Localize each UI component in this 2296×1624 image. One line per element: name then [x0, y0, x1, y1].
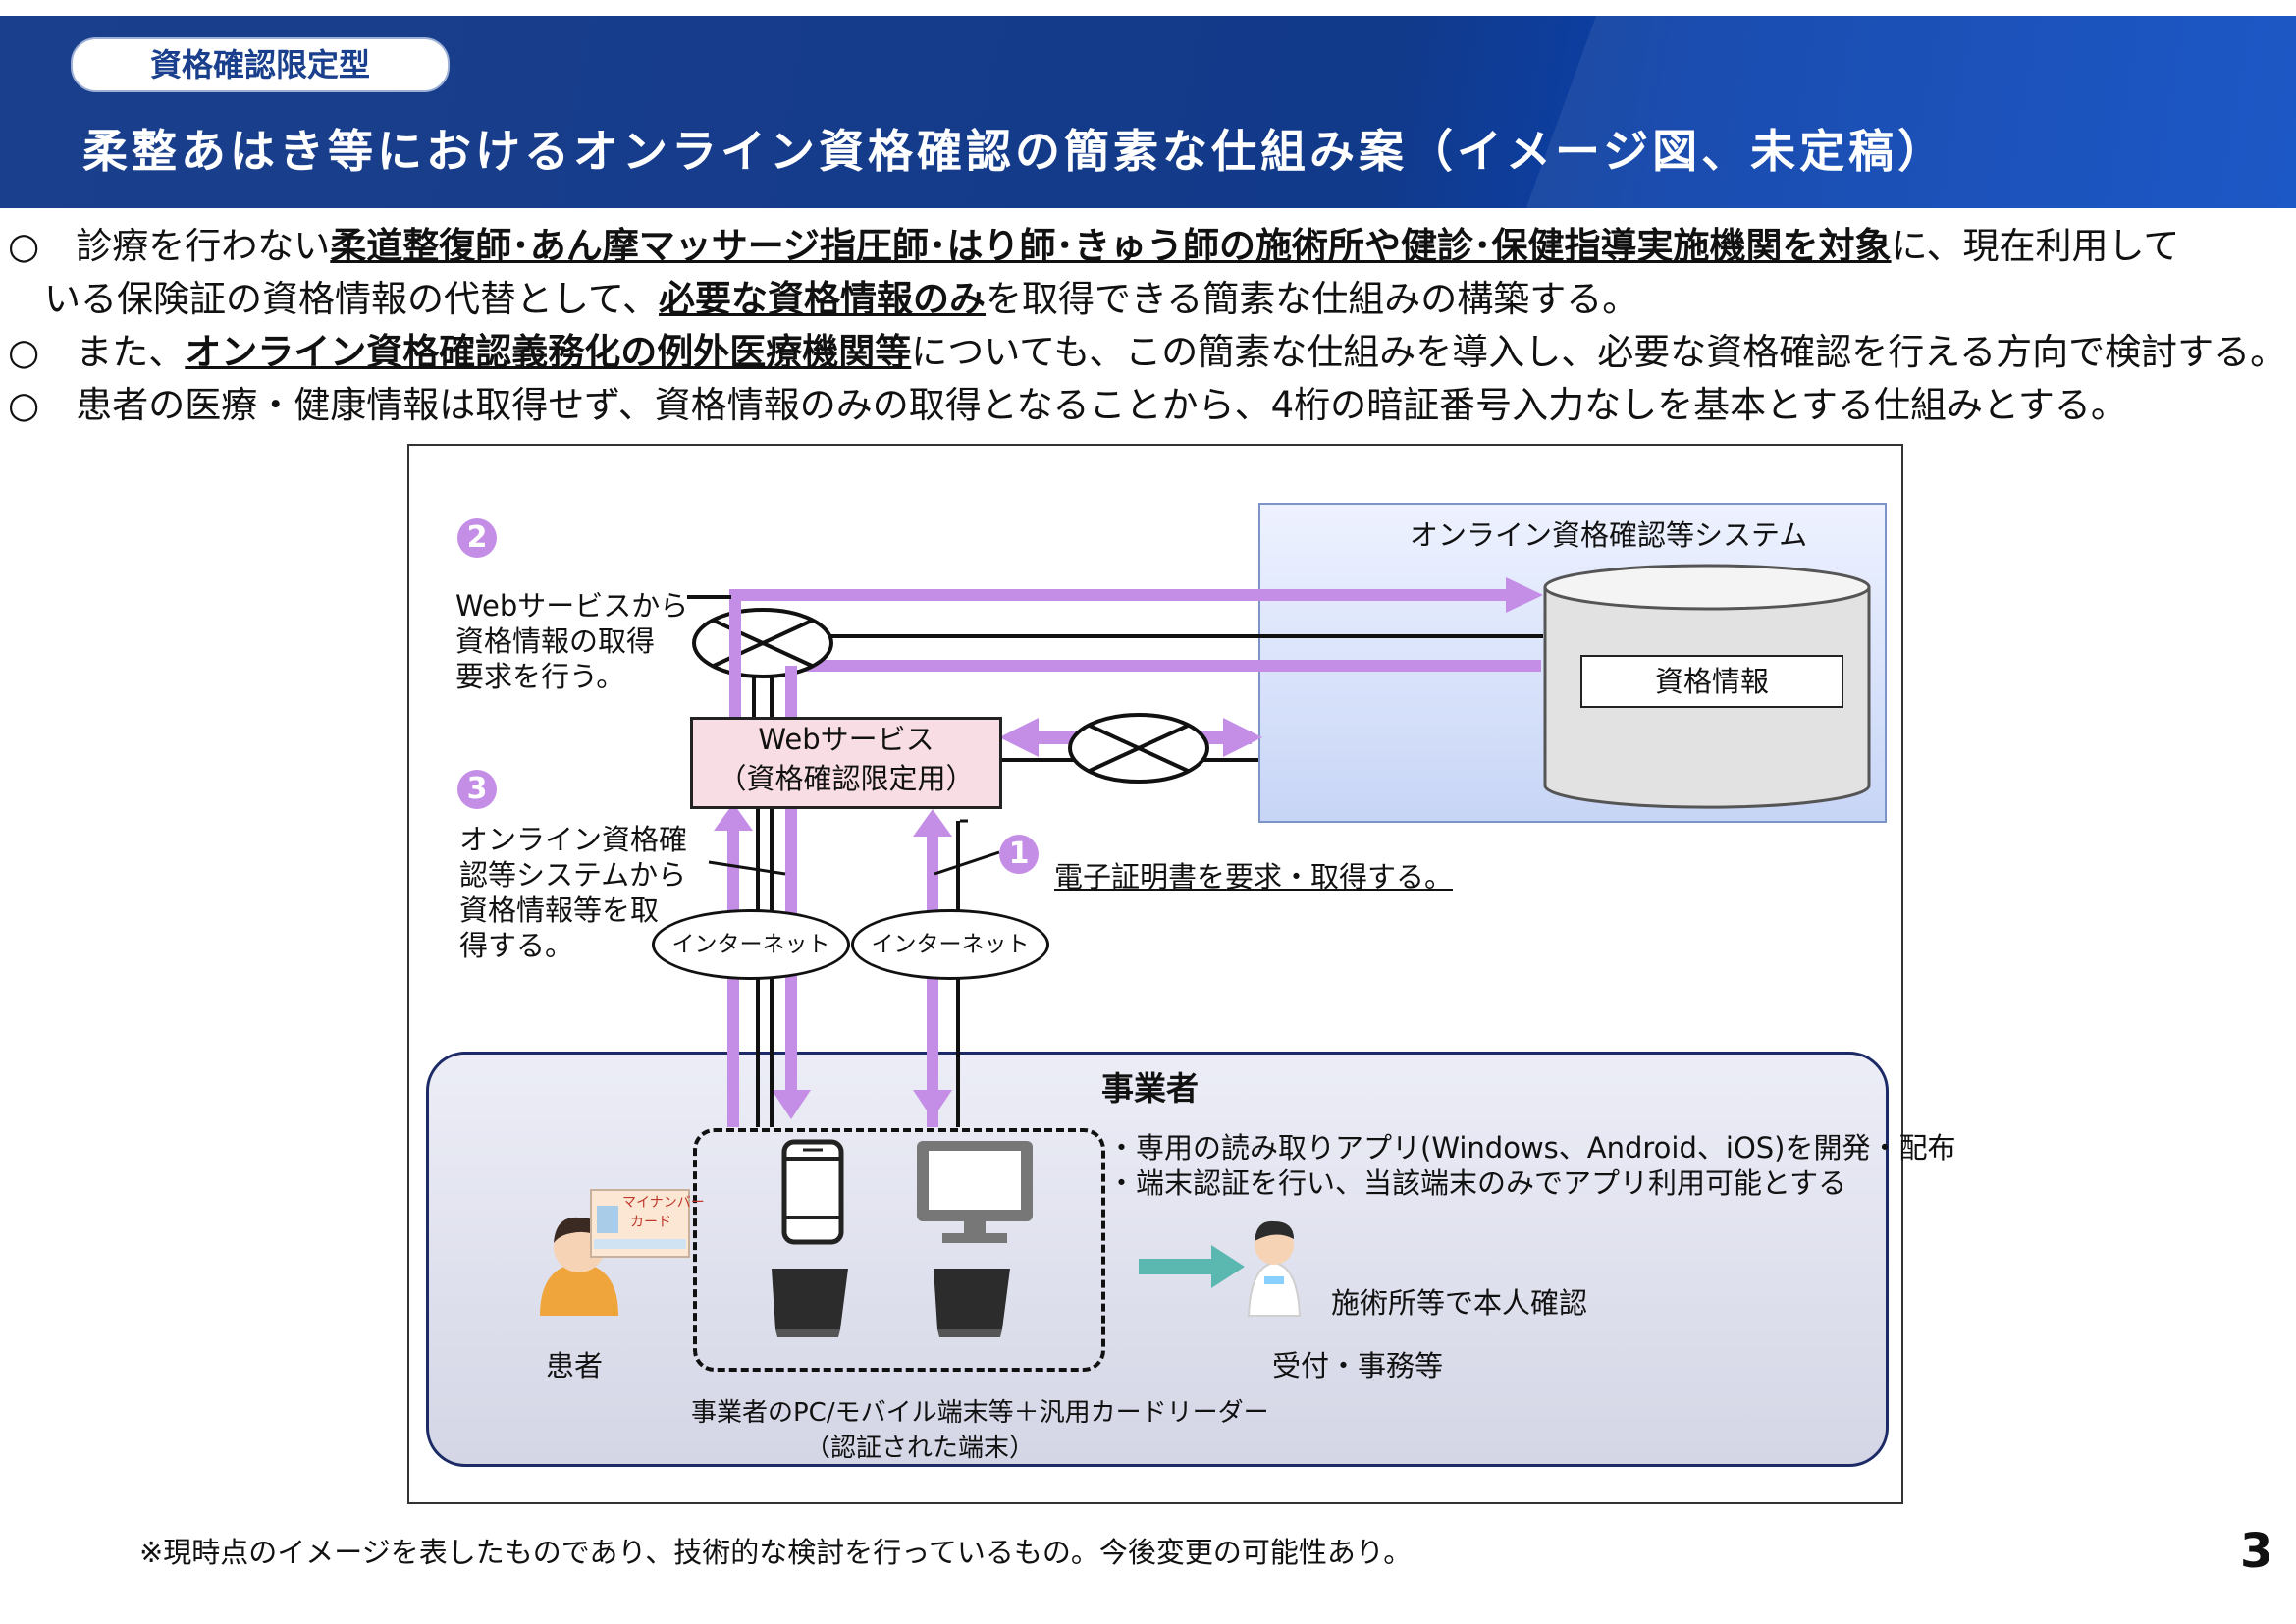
my-number-card-label: マイナンバー	[622, 1195, 705, 1211]
bullet-text: いる保険証の資格情報の代替として、	[8, 278, 660, 320]
crossing-circle-icon	[1068, 713, 1209, 784]
internet-cloud-left: インターネット	[652, 909, 850, 980]
device-caption: （認証された端末）	[805, 1434, 1036, 1463]
request-arrow	[729, 577, 1543, 672]
step-3-text: オンライン資格確	[459, 823, 688, 856]
crossing-circle-icon	[692, 608, 833, 678]
reception-label: 受付・事務等	[1272, 1349, 1444, 1382]
bullet-line: ○ また、オンライン資格確認義務化の例外医療機関等についても、この簡素な仕組みを…	[8, 326, 2295, 379]
reception-staff-icon	[1247, 1220, 1302, 1317]
patient-label: 患者	[546, 1349, 604, 1382]
step-2-text: Webサービスから	[455, 589, 689, 623]
card-reader-icon	[772, 1269, 848, 1337]
header-decoration	[1404, 16, 2296, 208]
page-title: 柔整あはき等におけるオンライン資格確認の簡素な仕組み案（イメージ図、未定稿）	[82, 125, 1948, 178]
step-3-badge: 3	[457, 770, 497, 809]
downward-arrow	[785, 666, 797, 717]
bullet-text: ○ 患者の医療・健康情報は取得せず、資格情報のみの取得となることから、4桁の暗証…	[8, 384, 2127, 426]
web-service-box: Webサービス （資格確認限定用）	[690, 717, 1002, 809]
upward-arrow	[729, 599, 741, 719]
system-title: オンライン資格確認等システム	[1410, 518, 1808, 552]
step-3-text: 資格情報等を取	[459, 893, 660, 927]
footnote: ※現時点のイメージを表したものであり、技術的な検討を行っているもの。今後変更の可…	[139, 1536, 1413, 1569]
business-title: 事業者	[1101, 1069, 1199, 1108]
identity-check-arrow	[1139, 1245, 1245, 1288]
web-service-name: Webサービス	[758, 723, 934, 756]
business-note: ・端末認証を行い、当該端末のみでアプリ利用可能とする	[1107, 1166, 1847, 1200]
db-label: 資格情報	[1580, 655, 1843, 708]
bullet-text: に、現在利用して	[1891, 225, 2180, 267]
terminal-group	[693, 1128, 1105, 1372]
bullet-line: ○ 診療を行わない柔道整復師･あん摩マッサージ指圧師･はり師･きゅう師の施術所や…	[8, 220, 2295, 273]
monitor-icon	[917, 1141, 1033, 1243]
my-number-card-icon	[590, 1189, 690, 1258]
diagram-frame	[407, 444, 1903, 1504]
page-number: 3	[2240, 1524, 2273, 1579]
device-caption: 事業者のPC/モバイル端末等＋汎用カードリーダー	[691, 1398, 1269, 1428]
bullet-text: を取得できる簡素な仕組みの構築する。	[986, 278, 1639, 320]
bullet-emphasis: 必要な資格情報のみ	[659, 278, 987, 320]
label-pointer	[708, 860, 786, 876]
bullet-list: ○ 診療を行わない柔道整復師･あん摩マッサージ指圧師･はり師･きゅう師の施術所や…	[8, 220, 2295, 432]
step-3-text: 得する。	[459, 929, 574, 962]
smartphone-icon	[781, 1139, 844, 1245]
step-1-badge: 1	[999, 835, 1039, 874]
bullet-text: ○ 診療を行わない	[8, 225, 331, 267]
step-2-badge: 2	[457, 518, 497, 558]
clinic-confirm-label: 施術所等で本人確認	[1331, 1286, 1588, 1320]
step-3-text: 認等システムから	[459, 858, 687, 892]
label-pointer	[934, 850, 1000, 876]
internet-cloud-right: インターネット	[851, 909, 1049, 980]
step-1-text: 電子証明書を要求・取得する。	[1054, 860, 1454, 893]
category-badge: 資格確認限定型	[71, 37, 450, 92]
step-2-text: 資格情報の取得	[455, 624, 656, 658]
bullet-emphasis: 柔道整復師･あん摩マッサージ指圧師･はり師･きゅう師の施術所や健診･保健指導実施…	[330, 225, 1892, 267]
business-note: ・専用の読み取りアプリ(Windows、Android、iOS)を開発・配布	[1107, 1131, 1956, 1164]
card-reader-icon	[934, 1269, 1010, 1337]
bullet-line: ○ 患者の医療・健康情報は取得せず、資格情報のみの取得となることから、4桁の暗証…	[8, 379, 2295, 432]
bullet-emphasis: オンライン資格確認義務化の例外医療機関等	[185, 331, 912, 373]
bullet-text: ○ また、	[8, 331, 186, 373]
web-service-subtitle: （資格確認限定用）	[718, 762, 975, 795]
bullet-text: についても、この簡素な仕組みを導入し、必要な資格確認を行える方向で検討する。	[911, 331, 2287, 373]
my-number-card-label: カード	[630, 1215, 671, 1230]
step-2-text: 要求を行う。	[455, 660, 625, 693]
bullet-line: いる保険証の資格情報の代替として、必要な資格情報のみを取得できる簡素な仕組みの構…	[8, 273, 2295, 326]
